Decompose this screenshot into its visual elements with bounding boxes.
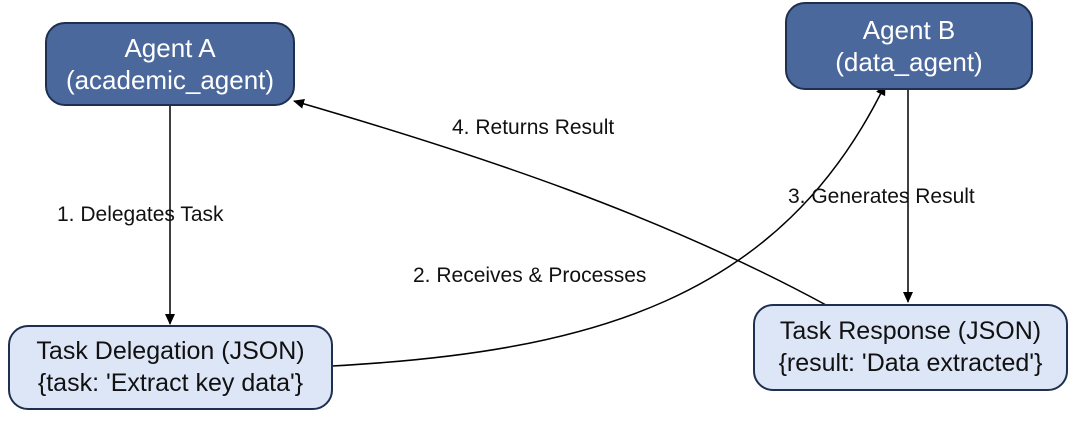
agent-b-title: Agent B [862, 14, 956, 45]
agent-b-subtitle: (data_agent) [835, 47, 983, 77]
task-response-payload: {result: 'Data extracted'} [778, 348, 1043, 377]
edge-receives-arrow [331, 84, 886, 367]
task-response-title: Task Response (JSON) [779, 317, 1042, 346]
task-response-node: Task Response (JSON) {result: 'Data extr… [753, 304, 1068, 391]
agent-a-subtitle: (academic_agent) [65, 65, 275, 95]
task-delegation-payload: {task: 'Extract key data'} [37, 368, 304, 397]
task-delegation-node: Task Delegation (JSON) {task: 'Extract k… [8, 325, 333, 410]
edge-returns-arrow [293, 98, 827, 306]
edge-label-receives: 2. Receives & Processes [413, 264, 647, 287]
edge-label-returns: 4. Returns Result [452, 116, 615, 139]
edge-label-delegates: 1. Delegates Task [57, 203, 224, 226]
edge-label-generates: 3. Generates Result [788, 185, 975, 208]
agent-a-title: Agent A [124, 32, 216, 63]
agent-a-node: Agent A (academic_agent) [45, 22, 295, 106]
agent-b-node: Agent B (data_agent) [785, 2, 1033, 90]
task-delegation-title: Task Delegation (JSON) [36, 337, 305, 366]
